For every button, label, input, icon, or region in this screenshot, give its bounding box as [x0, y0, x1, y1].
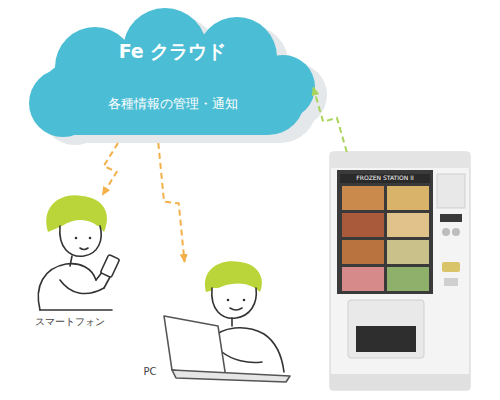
- device-label: スマートフォン: [15, 315, 125, 329]
- smartphone-node: スマートフォン: [15, 195, 140, 330]
- device-label: PC: [140, 366, 160, 377]
- vending-machine: [330, 152, 470, 390]
- machine-sign: FROZEN STATION II: [340, 174, 430, 181]
- smartphone-user: [38, 195, 119, 310]
- signal-arrow: [158, 143, 184, 262]
- vending-machine-node: FROZEN STATION II: [330, 152, 470, 390]
- pc-user: [164, 261, 290, 382]
- signal-arrow: [313, 88, 347, 153]
- cloud-shape: [25, 5, 335, 155]
- cloud-title: Fe クラウド: [25, 39, 320, 65]
- cloud-node: Fe クラウド各種情報の管理・通知: [25, 5, 335, 155]
- signal-arrow: [103, 143, 119, 195]
- pc-node: PC: [135, 262, 300, 387]
- cloud-subtitle: 各種情報の管理・通知: [25, 95, 320, 113]
